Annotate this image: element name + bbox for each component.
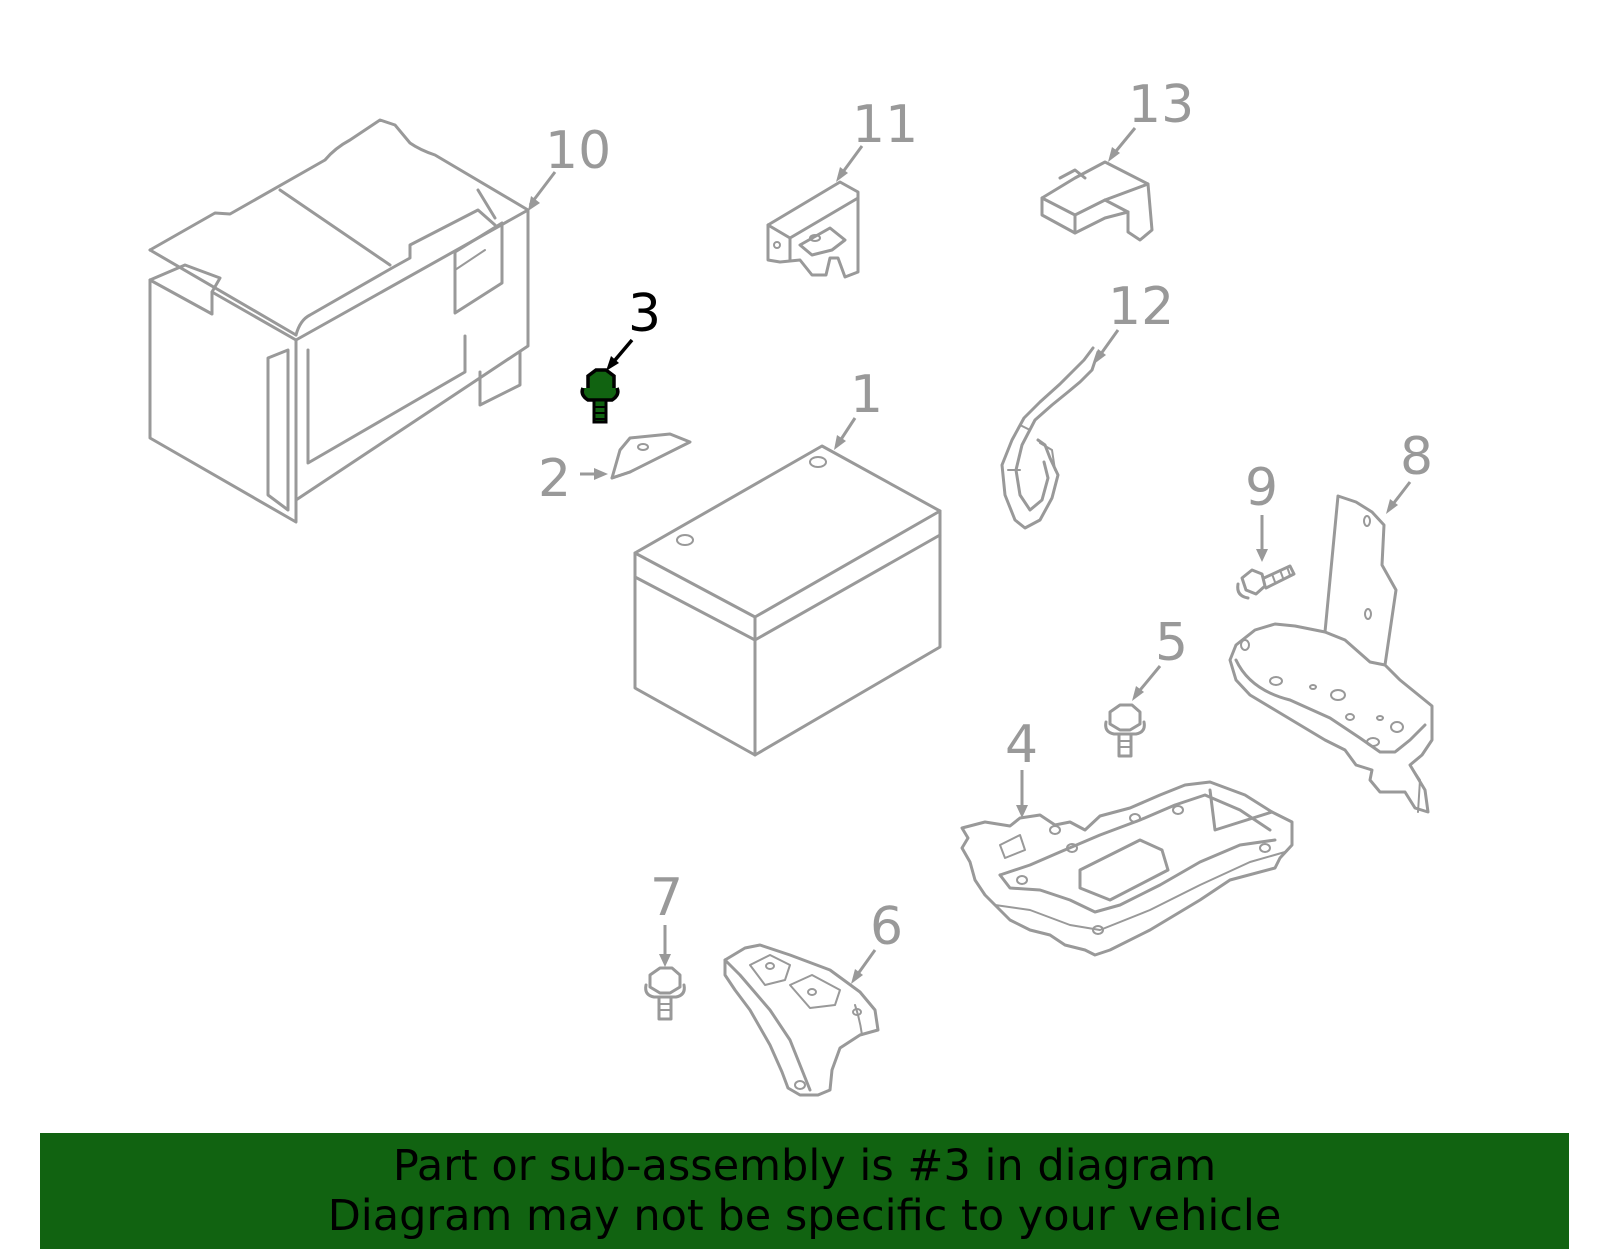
info-banner: Part or sub-assembly is #3 in diagram Di…	[40, 1133, 1569, 1249]
callout-13: 13	[1108, 75, 1194, 162]
callout-8-label: 8	[1400, 427, 1433, 487]
part-5-bolt[interactable]	[1104, 703, 1146, 758]
callout-8: 8	[1386, 427, 1433, 514]
part-8-support-bracket[interactable]	[1228, 494, 1434, 814]
callout-4: 4	[1005, 715, 1038, 818]
callout-12-label: 12	[1108, 277, 1174, 337]
part-12-harness-strap[interactable]	[1000, 346, 1100, 530]
callout-3-label: 3	[628, 284, 661, 344]
callout-4-label: 4	[1005, 715, 1038, 775]
part-10-battery-cover[interactable]	[148, 118, 530, 524]
callout-7-label: 7	[650, 868, 683, 928]
callout-12: 12	[1094, 277, 1174, 364]
part-7-bolt[interactable]	[644, 966, 686, 1021]
part-11-bracket[interactable]	[766, 180, 860, 279]
callout-11-label: 11	[852, 95, 918, 155]
part-2-clamp[interactable]	[610, 432, 692, 480]
callout-3: 3	[606, 284, 661, 371]
callout-7: 7	[650, 868, 683, 967]
callout-6-label: 6	[870, 897, 903, 957]
callout-6: 6	[851, 897, 903, 984]
part-3-bolt[interactable]	[580, 368, 620, 424]
callout-1: 1	[834, 365, 883, 450]
part-9-bolt[interactable]	[1236, 564, 1296, 600]
callout-5: 5	[1132, 613, 1188, 701]
callout-5-label: 5	[1155, 613, 1188, 673]
banner-line-disclaimer: Diagram may not be specific to your vehi…	[327, 1191, 1282, 1241]
part-13-terminal-block[interactable]	[1040, 160, 1154, 242]
callout-10-label: 10	[545, 121, 611, 181]
callout-9-label: 9	[1245, 458, 1278, 518]
callout-13-label: 13	[1128, 75, 1194, 135]
callout-1-label: 1	[850, 365, 883, 425]
callout-10: 10	[528, 121, 611, 211]
part-1-battery[interactable]	[633, 444, 942, 757]
callout-11: 11	[836, 95, 918, 182]
banner-line-part-info: Part or sub-assembly is #3 in diagram	[392, 1141, 1217, 1191]
callout-2-label: 2	[538, 449, 571, 509]
part-4-battery-tray[interactable]	[960, 780, 1294, 957]
callout-2: 2	[538, 449, 608, 509]
part-6-hold-down-bracket[interactable]	[723, 943, 880, 1097]
callout-9: 9	[1245, 458, 1278, 562]
